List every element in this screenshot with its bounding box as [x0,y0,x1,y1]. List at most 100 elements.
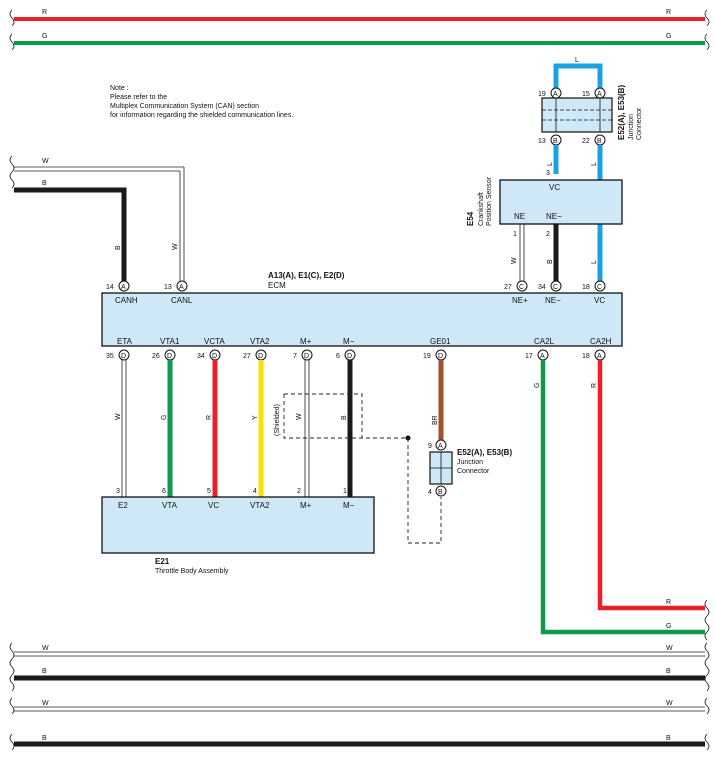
bottom-bus-1-label-left: W [42,645,49,652]
ecm-name: ECM [268,281,286,290]
shielded-label: (Shielded) [274,404,281,436]
m-minus-b-label: B [341,415,348,420]
throttle-pin-vc: VC [208,501,219,510]
bottom-bus-4-label-left: B [42,735,47,742]
vc-l-label: L [591,260,598,264]
jtop-pin-22: 22 [582,138,590,145]
ca2l-g-label: G [534,383,541,388]
canh-b-label: B [115,245,122,250]
crank-ne: NE [514,212,525,221]
ca2h-r-label: R [591,383,598,388]
svg-text:D: D [212,353,217,360]
junction-mid: BR A 9 B 4 E52(A), E53(B) Junction Conne… [428,360,512,497]
ecm-top-pin-vc: C 18 VC [582,280,606,305]
throttle-pin-m-minus: M− [343,501,355,510]
svg-text:CANH: CANH [115,296,138,305]
svg-text:2: 2 [297,488,301,495]
svg-text:CA2H: CA2H [590,337,612,346]
jtop-pin-15: 15 [582,91,590,98]
jtop-name1: Junction [628,114,635,140]
jtop-id: E52(A), E53(B) [617,85,626,140]
ecm-bottom-pin-ca2l: CA2L A 17 [525,337,555,361]
note-line-1: Please refer to the [110,94,167,101]
junction-top: L A A B B 19 15 13 22 E52(A), E53(B) Jun… [538,57,643,146]
m-plus-w-label: W [296,413,303,420]
svg-text:GE01: GE01 [430,337,451,346]
vta2-y-label: Y [252,415,259,420]
svg-text:27: 27 [243,353,251,360]
svg-text:NE+: NE+ [512,296,528,305]
note-block: Note : Please refer to the Multiplex Com… [110,85,293,119]
svg-text:1: 1 [343,488,347,495]
svg-text:A: A [597,353,602,360]
bottom-bus-3-label-right: W [666,700,673,707]
svg-text:VCTA: VCTA [204,337,225,346]
throttle-pin-e2: E2 [118,501,128,510]
throttle-id: E21 [155,557,170,566]
top-bus-g: G G [9,33,710,51]
ecm-bottom-pin-vcta: VCTA D 34 [197,337,225,361]
bottom-bus-group-2: W W B B [9,697,710,751]
can-w-label: W [42,158,49,165]
vta-g-label: G [161,415,168,420]
top-bus-g-label-left: G [42,33,47,40]
jright-l-label: L [591,162,598,166]
bottom-bus-2-label-left: B [42,668,47,675]
svg-text:D: D [438,353,443,360]
throttle-pin-vta: VTA [162,501,178,510]
note-line-2: Multiplex Communication System (CAN) sec… [110,103,259,110]
out-r-label: R [666,599,671,606]
throttle-body: 3 6 5 4 2 1 E2 VTA VC VTA2 M+ M− E21 Thr… [101,488,375,575]
ecm-bottom-pin-m-minus: M− D 6 [336,337,356,361]
bottom-bus-3-label-left: W [42,700,49,707]
crank-pin-1: 1 [513,231,517,238]
eta-w-label: W [115,413,122,420]
vc-r-label: R [206,415,213,420]
jmid-name2: Connector [457,468,490,475]
crank-pin-2: 2 [546,231,550,238]
svg-text:14: 14 [106,284,114,291]
ecm-connectors: A13(A), E1(C), E2(D) [268,271,345,280]
bottom-bus-2-label-right: B [666,668,671,675]
ca2-wires: G R R G [534,360,710,641]
ecm-top-pin-ne-minus: C 34 NE− [538,280,562,305]
svg-text:A: A [553,91,558,98]
crank-id: E54 [466,211,475,226]
canl-w-label: W [172,243,179,250]
svg-text:A: A [438,443,443,450]
svg-text:D: D [167,353,172,360]
ecm-bottom-pin-m-plus: M+ D 7 [293,337,313,361]
svg-text:13: 13 [164,284,172,291]
can-wires: W B B W [9,155,185,281]
throttle-pin-vta2: VTA2 [250,501,270,510]
top-bus-r: R R [9,9,710,27]
throttle-wires: W G R Y W B (Shielded) [115,360,442,544]
ne-plus-w-label: W [511,257,518,264]
bottom-bus-4-label-right: B [666,735,671,742]
top-bus-r-label-left: R [42,9,47,16]
ecm-bottom-pin-eta: ETA D 35 [106,337,133,361]
note-title: Note : [110,85,129,92]
svg-text:C: C [553,284,558,291]
crank-sensor: 3 VC NE NE− E54 Crankshaft Position Sens… [466,170,623,238]
crank-name1: Crankshaft [478,192,485,226]
ecm-top-pin-canl: A 13 CANL [164,280,193,305]
jleft-l-label: L [547,162,554,166]
svg-text:27: 27 [504,284,512,291]
svg-text:B: B [597,138,602,145]
svg-text:NE−: NE− [545,296,561,305]
svg-text:VTA1: VTA1 [160,337,180,346]
svg-text:5: 5 [207,488,211,495]
svg-text:VC: VC [594,296,605,305]
svg-text:D: D [347,353,352,360]
svg-text:VTA2: VTA2 [250,337,270,346]
svg-text:A: A [121,284,126,291]
svg-text:35: 35 [106,353,114,360]
svg-text:D: D [304,353,309,360]
throttle-name: Throttle Body Assembly [155,568,229,575]
svg-text:M−: M− [343,337,355,346]
crank-pin-top: 3 [546,170,550,177]
crank-vc: VC [549,183,560,192]
ecm: A13(A), E1(C), E2(D) ECM A 14 CANH A 13 … [101,271,623,361]
